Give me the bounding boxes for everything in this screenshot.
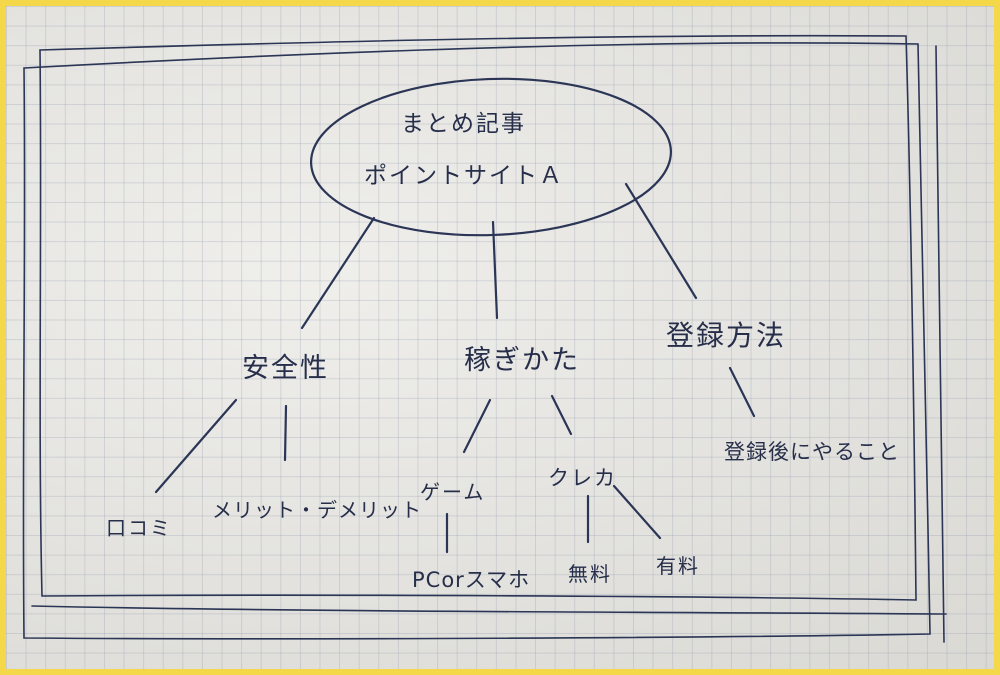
border-outer [22, 42, 931, 640]
graph-paper: まとめ記事 ポイントサイトＡ 安全性 稼ぎかた 登録方法 口コミ メリット・デメ… [6, 6, 994, 669]
edge-earning-game [462, 398, 492, 454]
edge-register-after [728, 366, 756, 418]
edge-credit-paid [612, 484, 662, 540]
node-free: 無料 [568, 562, 612, 586]
node-credit: クレカ [548, 466, 617, 490]
edge-root-register [624, 182, 698, 300]
node-paid: 有料 [656, 554, 700, 578]
edge-earning-credit [550, 394, 573, 436]
node-merits: メリット・デメリット [212, 498, 422, 522]
edge-root-earning [491, 220, 499, 320]
edge-safety-merits [283, 404, 288, 462]
branch-safety: 安全性 [242, 353, 329, 384]
sketch-lines [22, 34, 947, 643]
root-title: まとめ記事 [401, 111, 526, 137]
node-game: ゲーム [420, 480, 486, 504]
edge-root-safety [300, 216, 376, 330]
edge-safety-reviews [154, 398, 238, 494]
border-inner [39, 34, 917, 601]
branch-register: 登録方法 [666, 319, 787, 352]
node-device: PCorスマホ [412, 568, 531, 592]
root-subtitle: ポイントサイトＡ [364, 163, 564, 189]
border-right-extra [935, 45, 945, 643]
branch-earning: 稼ぎかた [464, 345, 580, 376]
node-after-register: 登録後にやること [724, 440, 900, 464]
border-bottom-extra [31, 605, 947, 615]
node-reviews: 口コミ [106, 516, 172, 540]
